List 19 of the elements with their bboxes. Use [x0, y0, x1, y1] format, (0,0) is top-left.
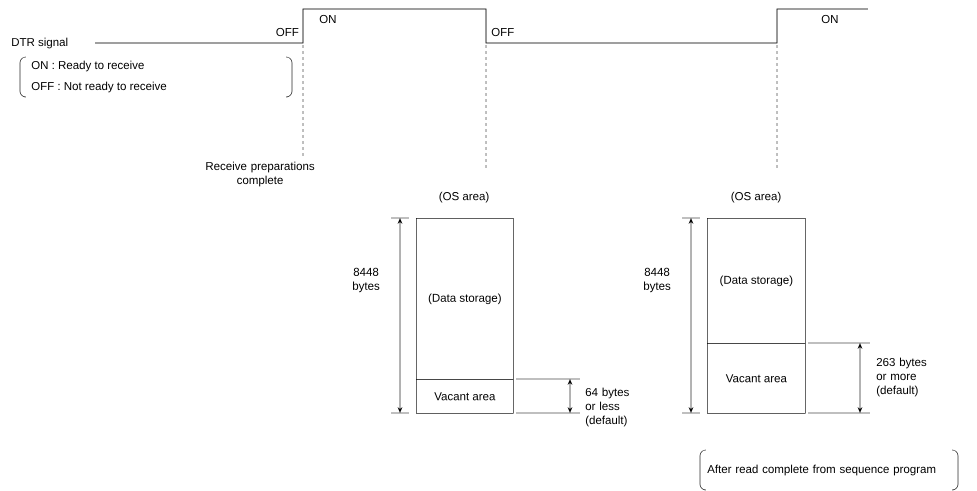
memory-area: Vacant area: [707, 343, 806, 414]
area-caption: (OS area): [439, 192, 489, 202]
dimension-label: 8448 bytes: [353, 268, 380, 292]
note-text: After read complete from sequence program: [707, 464, 936, 476]
memory-area: (Data storage): [416, 218, 514, 380]
note-text: OFF : Not ready to receive: [32, 82, 166, 92]
memory-area: Vacant area: [416, 379, 514, 414]
dimension-label: 64 bytes or less (default): [586, 388, 629, 426]
dimension-label: 263 bytes or more (default): [876, 358, 926, 396]
state-label: ON: [822, 14, 838, 24]
memory-area: (Data storage): [707, 218, 806, 344]
dimension-label: 8448 bytes: [644, 268, 670, 292]
state-label: ON: [320, 14, 336, 24]
state-label: OFF: [492, 28, 514, 36]
signal-name: DTR signal: [12, 38, 68, 48]
state-label: OFF: [276, 28, 298, 36]
note-text: Receive preparations complete: [206, 162, 314, 186]
area-caption: (OS area): [731, 192, 781, 202]
note-text: ON : Ready to receive: [32, 60, 144, 72]
